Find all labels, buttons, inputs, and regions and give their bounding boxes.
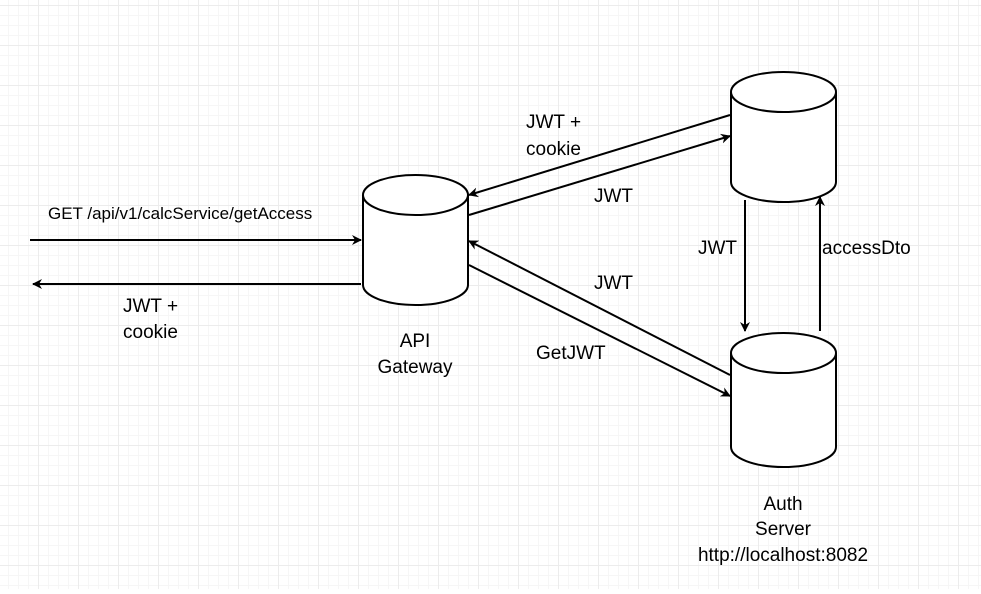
auth-to-gateway-arrow[interactable]	[468, 240, 731, 376]
client-response-label-line1: JWT +	[123, 296, 178, 317]
gateway-to-auth-label: GetJWT	[536, 343, 606, 364]
auth-to-top-store-label: accessDto	[822, 238, 911, 259]
gateway-to-top-store-label: JWT	[594, 186, 633, 207]
top-store-node[interactable]	[730, 71, 837, 203]
auth-server-node[interactable]	[730, 332, 837, 468]
auth-server-url: http://localhost:8082	[698, 545, 868, 566]
top-store-to-auth-label: JWT	[698, 238, 737, 259]
top-store-to-gateway-arrow[interactable]	[468, 114, 731, 198]
gateway-to-auth-arrow[interactable]	[468, 264, 731, 397]
top-store-to-gateway-label-line2: cookie	[526, 139, 581, 160]
client-response-label-line2: cookie	[123, 322, 178, 343]
top-store-to-gateway-label-line1: JWT +	[526, 112, 581, 133]
auth-server-label-line2: Server	[755, 519, 812, 540]
api-gateway-label-line1: API	[400, 331, 431, 352]
auth-to-gateway-label: JWT	[594, 273, 633, 294]
api-gateway-label-line2: Gateway	[378, 357, 453, 378]
client-request-label: GET /api/v1/calcService/getAccess	[48, 204, 312, 223]
gateway-to-top-store-arrow[interactable]	[468, 133, 731, 216]
api-gateway-node[interactable]	[362, 174, 469, 306]
auth-server-label-line1: Auth	[763, 494, 802, 515]
